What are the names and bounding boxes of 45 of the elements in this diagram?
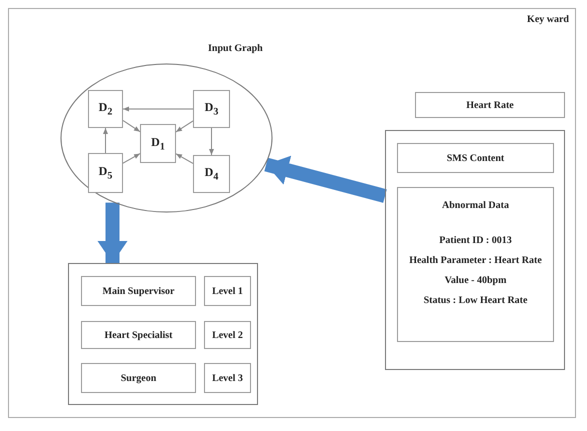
node-label: Main Supervisor bbox=[102, 286, 174, 296]
block-arrow bbox=[264, 156, 387, 203]
panel-box bbox=[385, 130, 565, 370]
node-box bbox=[415, 92, 565, 118]
keyword-heading: Key ward bbox=[527, 14, 569, 25]
node-label: SMS Content bbox=[446, 152, 504, 164]
node-box bbox=[140, 124, 176, 163]
arrow bbox=[122, 153, 140, 164]
graph-title: Input Graph bbox=[208, 43, 263, 54]
node-label: Level 1 bbox=[212, 286, 243, 296]
box-heading: Abnormal Data bbox=[442, 200, 509, 211]
node-box bbox=[88, 153, 123, 193]
node-label: Heart Rate bbox=[466, 100, 514, 110]
arrow bbox=[209, 128, 214, 156]
node-box bbox=[88, 90, 123, 128]
node-box bbox=[81, 321, 196, 349]
data-line: Health Parameter : Heart Rate bbox=[409, 255, 542, 266]
node-box bbox=[81, 363, 196, 393]
node-box bbox=[81, 276, 196, 306]
node-box bbox=[397, 187, 554, 342]
panel-box bbox=[68, 263, 258, 405]
data-line: Value - 40bpm bbox=[444, 275, 506, 286]
node-box bbox=[204, 276, 251, 306]
node-box bbox=[204, 321, 251, 349]
node-box bbox=[397, 143, 554, 173]
arrow bbox=[103, 128, 108, 154]
arrow bbox=[122, 120, 140, 132]
node-label: D$_{2}$ bbox=[98, 100, 112, 118]
node-box bbox=[193, 155, 230, 193]
node-label: Level 2 bbox=[212, 330, 243, 340]
block-arrow bbox=[98, 202, 128, 263]
arrow bbox=[122, 106, 194, 112]
data-line: Status : Low Heart Rate bbox=[424, 295, 528, 306]
node-label: D$_{3}$ bbox=[204, 100, 218, 118]
node-label: D$_{4}$ bbox=[204, 165, 218, 183]
node-box bbox=[204, 363, 251, 393]
node-label: Level 3 bbox=[212, 372, 243, 384]
node-label: Heart Specialist bbox=[104, 330, 173, 340]
node-label: Surgeon bbox=[120, 372, 156, 384]
node-label: D$_{5}$ bbox=[98, 164, 112, 182]
node-box bbox=[193, 90, 230, 128]
arrow bbox=[176, 120, 194, 132]
data-line: Patient ID : 0013 bbox=[439, 235, 512, 246]
node-label: D$_{1}$ bbox=[151, 134, 165, 152]
arrow bbox=[176, 153, 194, 164]
